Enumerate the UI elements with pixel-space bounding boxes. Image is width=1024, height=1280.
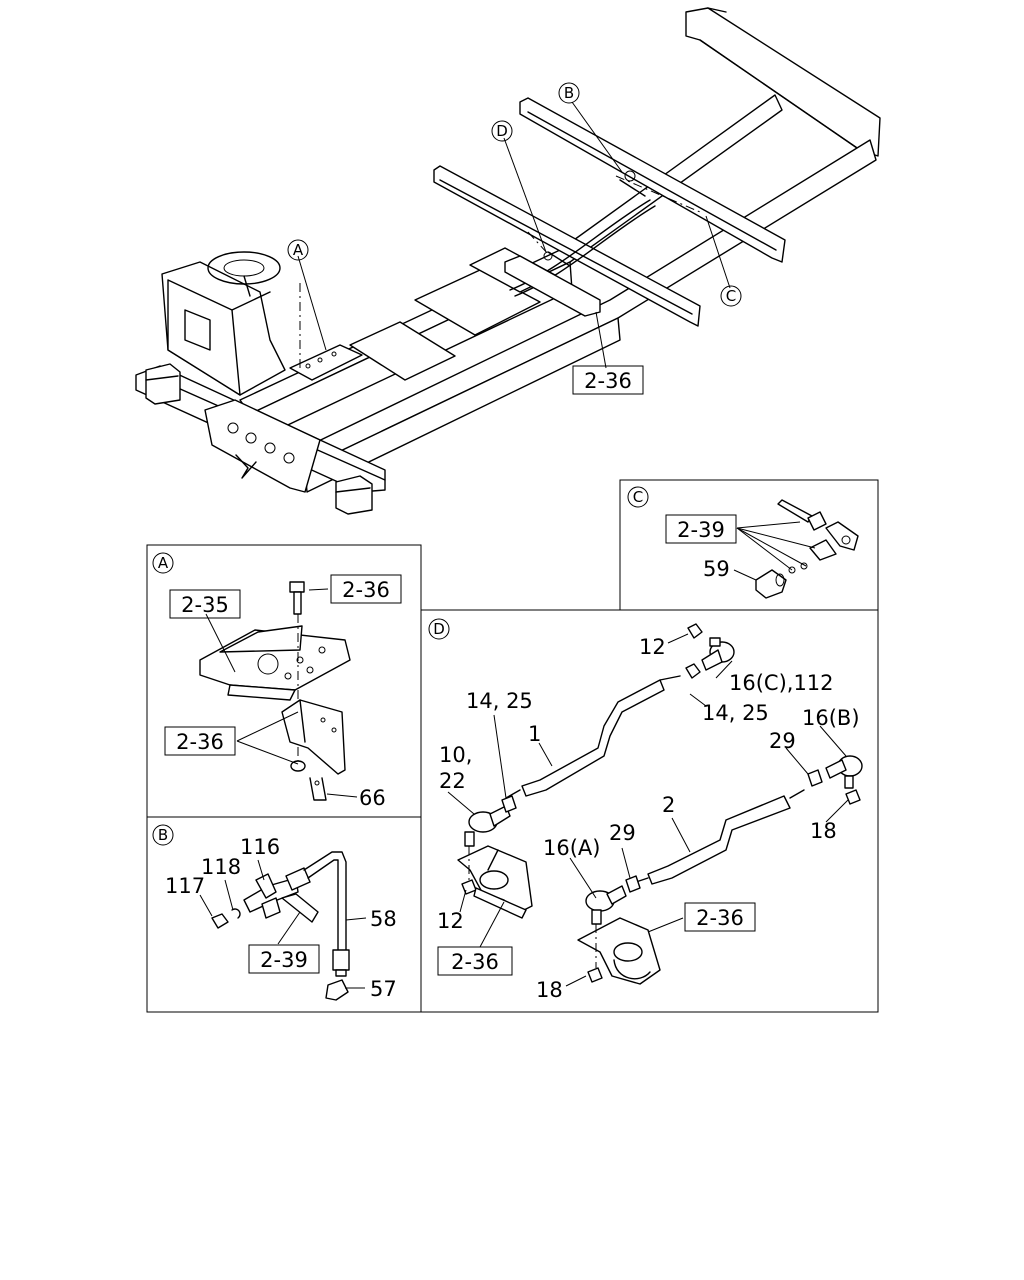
part-14-25-right-label: 14, 25 [702, 701, 769, 725]
callout-c-main: C [720, 285, 742, 307]
part-10-label: 10, [439, 743, 472, 767]
part-118-label: 118 [201, 855, 241, 879]
detail-d-callout: D [433, 620, 445, 638]
ref-a-235-label: 2-35 [181, 593, 229, 617]
part-2-label: 2 [662, 793, 675, 817]
ref-box-d-236-right: 2-36 [684, 902, 756, 932]
chassis-assembly [135, 7, 881, 515]
detail-b-callout: B [158, 826, 168, 844]
callout-d-main: D [491, 120, 513, 142]
ref-box-b-239: 2-39 [248, 944, 320, 974]
part-58-label: 58 [370, 907, 397, 931]
part-22-label: 22 [439, 769, 466, 793]
ref-a-236-top-label: 2-36 [342, 578, 390, 602]
detail-frames [146, 479, 879, 1013]
ref-box-a-235: 2-35 [169, 589, 241, 619]
callout-d-label: D [496, 122, 508, 140]
detail-a: A [152, 552, 358, 801]
part-1-label: 1 [528, 722, 541, 746]
ref-main-236-label: 2-36 [584, 369, 632, 393]
ref-a-236-left-label: 2-36 [176, 730, 224, 754]
ref-box-main-236: 2-36 [572, 365, 644, 395]
detail-b: B [152, 824, 367, 1001]
part-18-right-label: 18 [810, 819, 837, 843]
part-29-middle-label: 29 [609, 821, 636, 845]
part-66-label: 66 [359, 786, 386, 810]
detail-a-callout: A [158, 554, 169, 572]
callout-c-label: C [726, 287, 736, 305]
ref-box-d-236-left: 2-36 [437, 946, 513, 976]
callout-b-main: B [558, 82, 580, 104]
callout-a-main: A [287, 239, 309, 261]
part-12-bottom-label: 12 [437, 909, 464, 933]
callout-b-label: B [564, 84, 574, 102]
ref-b-239-label: 2-39 [260, 948, 308, 972]
part-117-label: 117 [165, 874, 205, 898]
detail-d: D [428, 618, 863, 987]
part-16a-label: 16(A) [543, 836, 600, 860]
ref-c-239-label: 2-39 [677, 518, 725, 542]
ref-box-a-236-left: 2-36 [164, 726, 236, 756]
detail-c-callout: C [633, 488, 643, 506]
part-18-bottom-label: 18 [536, 978, 563, 1002]
ref-box-c-239: 2-39 [665, 514, 737, 544]
part-57-label: 57 [370, 977, 397, 1001]
ref-d-236-left-label: 2-36 [451, 950, 499, 974]
part-59-label: 59 [703, 557, 730, 581]
part-12-top-label: 12 [639, 635, 666, 659]
part-16b-label: 16(B) [802, 706, 860, 730]
part-116-label: 116 [240, 835, 280, 859]
ref-d-236-right-label: 2-36 [696, 906, 744, 930]
callout-a-label: A [293, 241, 304, 259]
part-14-25-left-label: 14, 25 [466, 689, 533, 713]
part-29-right-label: 29 [769, 729, 796, 753]
part-16c-112-label: 16(C),112 [729, 671, 834, 695]
detail-c: C [627, 486, 859, 599]
ref-box-a-236-top: 2-36 [330, 574, 402, 604]
